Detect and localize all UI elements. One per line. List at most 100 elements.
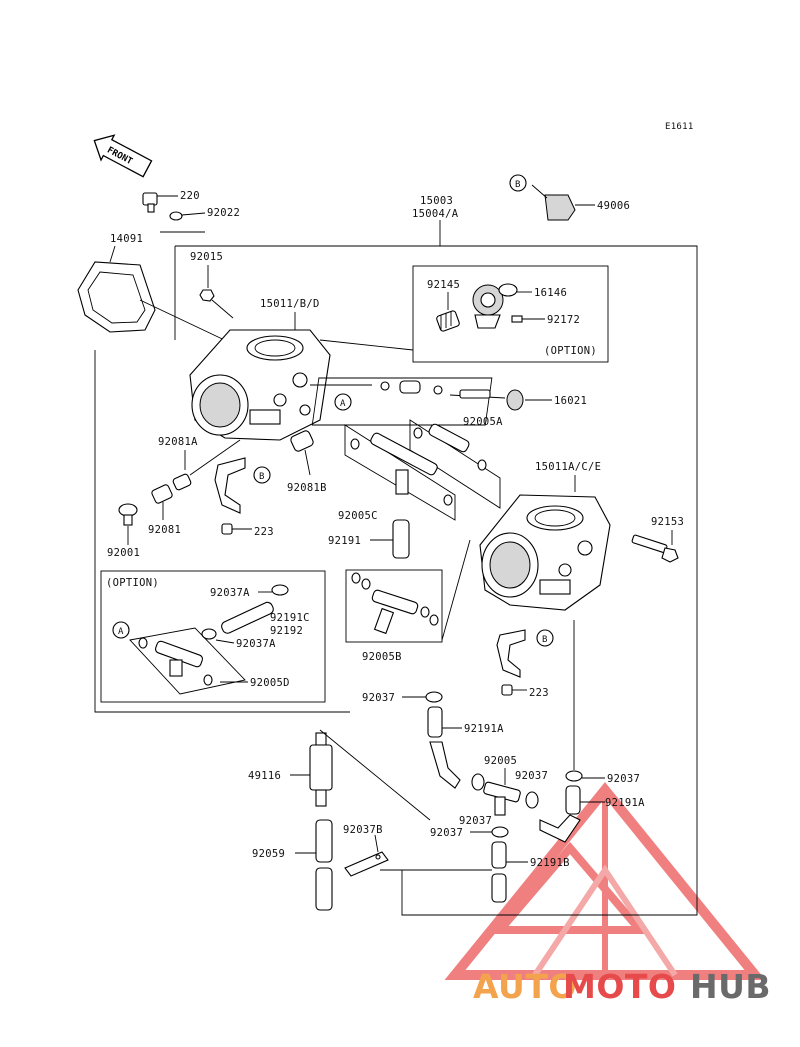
filter-49116 [290,732,333,807]
automotohub-logo-mark [444,782,766,980]
connector-line [319,729,431,821]
spring-92081A [172,439,241,491]
label-92005D: 92005D [250,677,290,689]
spring-92081B [290,430,314,476]
ref-a-circle-1 [334,393,352,411]
washer-92022 [169,211,206,221]
ref-b-label-3: B [542,635,548,645]
option-box-top [412,265,609,363]
label-220: 220 [180,190,200,202]
carburetor-right [479,494,611,611]
label-92191A-1: 92191A [464,723,504,735]
label-92037B: 92037B [343,824,383,836]
label-92191A-2: 92191A [605,797,645,809]
box-92005A [409,419,501,509]
label-92037-3: 92037 [459,815,492,827]
label-49116: 49116 [248,770,281,782]
wordmark-auto: AUTO [473,967,577,1006]
ref-a-label-1: A [340,399,346,409]
clip-92037-1 [425,691,443,703]
label-92145: 92145 [427,279,460,291]
clip-92037A-2 [201,628,235,644]
label-49006: 49006 [597,200,630,212]
label-92037-2: 92037 [515,770,548,782]
label-92192: 92192 [270,625,303,637]
hose-92191A-1 [427,706,462,789]
part-16021 [380,380,524,411]
bolt-92153 [631,530,679,563]
bolt-223-top [221,523,252,535]
option-label-top: (OPTION) [544,345,597,357]
hose-92191 [392,519,410,559]
ref-b-circle [509,174,527,192]
cover-14091 [77,245,156,333]
carburetor-left [189,329,331,441]
label-14091: 14091 [110,233,143,245]
label-92005A: 92005A [463,416,503,428]
valve-16146 [472,283,532,329]
wordmark-moto: MOTO [563,967,676,1006]
label-92001: 92001 [107,547,140,559]
label-16146: 16146 [534,287,567,299]
ref-b-label-2: B [259,472,265,482]
bolt-223-bottom [501,684,527,696]
box-92005C [344,424,456,521]
bolt-220 [142,192,178,213]
label-92081: 92081 [148,524,181,536]
clip-92037-2 [471,773,485,791]
wordmark-hub: HUB [690,967,771,1006]
label-92037-1: 92037 [362,692,395,704]
box-16021 [311,377,493,426]
box-92005D [129,627,246,695]
clip-92037-4 [491,826,509,838]
fitting-92005B [351,572,439,635]
assembly-frame [94,220,698,916]
label-92015: 92015 [190,251,223,263]
label-92081A: 92081A [158,436,198,448]
label-16021: 16021 [554,395,587,407]
hose-92191C [221,601,274,634]
label-15011ACE: 15011A/C/E [535,461,601,473]
label-223-top: 223 [254,526,274,538]
bracket-left [214,457,246,514]
tee-92005 [483,768,521,816]
spring-92081 [151,484,173,520]
label-92005C: 92005C [338,510,378,522]
ref-b-circle-2 [253,466,271,484]
hose-92059 [295,819,333,911]
ref-b-label: B [515,180,521,190]
label-92191B: 92191B [530,857,570,869]
label-92191C: 92191C [270,612,310,624]
label-92022: 92022 [207,207,240,219]
label-223-bottom: 223 [529,687,549,699]
front-arrow-icon: FRONT [93,134,153,178]
option-box-bottom [100,570,326,703]
clip-92037A-1 [258,584,289,596]
ref-a-label-2: A [118,627,124,637]
option-label-bottom: (OPTION) [106,577,159,589]
bracket-right [496,629,526,678]
label-92037A-1: 92037A [210,587,250,599]
hose-92191A-2 [539,785,605,843]
label-92037A-2: 92037A [236,638,276,650]
tube-92005A [413,423,487,471]
label-92037-5: 92037 [607,773,640,785]
tube-92005C [350,432,453,506]
automotohub-wordmark: AUTO MOTO HUB [473,967,771,1006]
label-92191: 92191 [328,535,361,547]
screw-92172 [511,315,545,323]
label-92172: 92172 [547,314,580,326]
label-92153: 92153 [651,516,684,528]
ref-a-circle-2 [112,621,130,639]
nut-92015 [199,289,215,302]
box-92005B [345,569,443,643]
label-92059: 92059 [252,848,285,860]
tee-92005D [138,637,213,686]
clip-92037-3 [525,791,539,809]
cap-49006 [531,184,595,221]
label-15003: 15003 [420,195,453,207]
label-15004A: 15004/A [412,208,459,220]
label-15011BD: 15011/B/D [260,298,320,310]
hose-92191B [491,841,528,903]
